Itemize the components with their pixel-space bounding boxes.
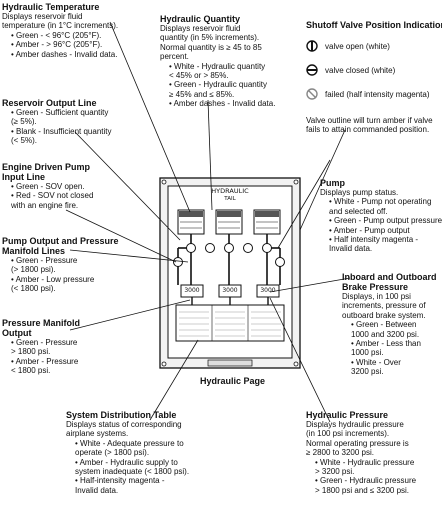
bezel-screw-icon bbox=[293, 179, 299, 185]
pressure-value-left: 3000 bbox=[184, 287, 200, 294]
manifold-lines bbox=[191, 297, 269, 305]
panel-subheader: TAIL bbox=[224, 196, 236, 202]
shutoff-valve-title: Shutoff Valve Position Indication bbox=[306, 20, 442, 30]
bezel-button bbox=[207, 359, 253, 367]
brake-pressure-block: Inboard and Outboard Brake Pressure Disp… bbox=[342, 272, 437, 377]
hydraulic-temperature-title: Hydraulic Temperature bbox=[2, 2, 100, 12]
valve-failed-icon bbox=[306, 88, 318, 100]
pump-title: Pump bbox=[320, 178, 346, 188]
system-distribution-title: System Distribution Table bbox=[66, 410, 177, 420]
pressure-value-right: 3000 bbox=[260, 287, 276, 294]
pressure-manifold-block: Pressure Manifold Output • Green - Press… bbox=[2, 318, 81, 376]
bezel-screw-icon bbox=[293, 361, 299, 367]
hydraulic-quantity-title: Hydraulic Quantity bbox=[160, 14, 241, 24]
panel-header: HYDRAULIC bbox=[211, 187, 249, 195]
pressure-boxes bbox=[180, 284, 280, 298]
hydraulic-pressure-title: Hydraulic Pressure bbox=[306, 410, 389, 420]
engine-driven-pump-block: Engine Driven Pump Input Line • Green - … bbox=[2, 162, 94, 210]
bezel-screw-icon bbox=[161, 361, 167, 367]
system-distribution-block: System Distribution Table Displays statu… bbox=[66, 410, 190, 495]
reservoir-tanks bbox=[177, 209, 281, 235]
valve-closed-label: valve closed (white) bbox=[325, 66, 396, 75]
callout-leaders bbox=[65, 21, 351, 423]
valve-open-icon bbox=[306, 40, 318, 52]
hydraulic-pressure-block: Hydraulic Pressure Displays hydraulic pr… bbox=[306, 410, 442, 495]
reservoir-output-block: Reservoir Output Line • Green - Sufficie… bbox=[2, 98, 112, 146]
figure-caption: Hydraulic Page bbox=[200, 376, 266, 386]
hydraulic-quantity-block: Hydraulic Quantity Displays reservoir fl… bbox=[160, 14, 276, 109]
pump-symbols bbox=[173, 243, 285, 267]
valve-open-label: valve open (white) bbox=[325, 42, 390, 51]
system-distribution-table bbox=[175, 304, 285, 342]
shutoff-valve-block: Shutoff Valve Position Indication bbox=[306, 20, 442, 30]
hydraulic-temperature-block: Hydraulic Temperature Displays reservoir… bbox=[2, 2, 119, 59]
reservoir-output-title: Reservoir Output Line bbox=[2, 98, 97, 108]
pump-block: Pump Displays pump status. • White - Pum… bbox=[320, 178, 442, 254]
valve-note: Valve outline will turn amber if valve f… bbox=[306, 116, 433, 135]
bezel-screw-icon bbox=[161, 179, 167, 185]
pump-output-block: Pump Output and Pressure Manifold Lines … bbox=[2, 236, 119, 294]
valve-failed-label: failed (half intensity magenta) bbox=[325, 90, 430, 99]
valve-closed-icon bbox=[306, 64, 318, 76]
pressure-value-center: 3000 bbox=[222, 287, 238, 294]
